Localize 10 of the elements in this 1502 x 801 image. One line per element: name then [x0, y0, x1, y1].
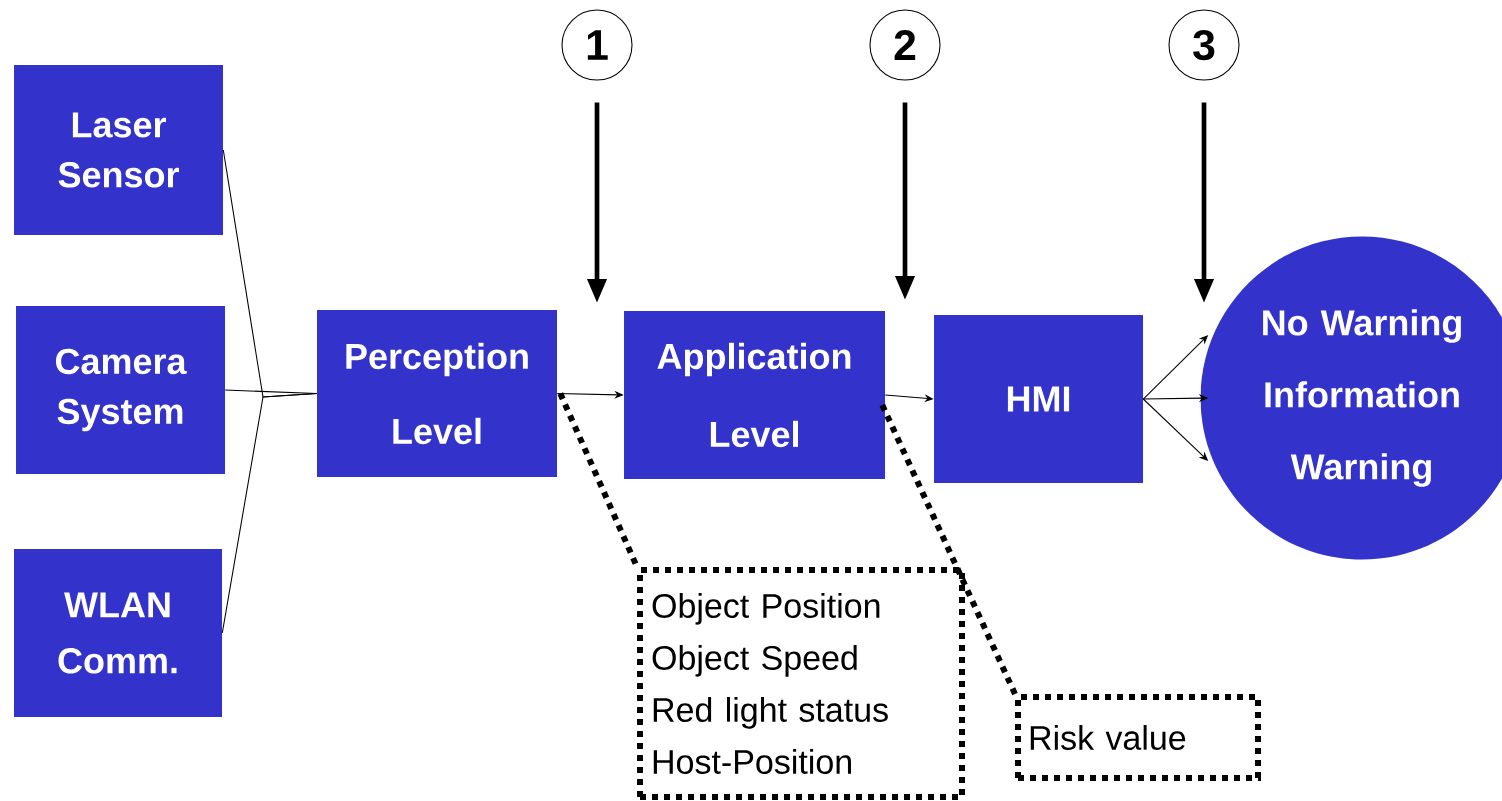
process-box: HMI [934, 315, 1143, 483]
sensor-box: WLAN Comm. [14, 549, 222, 717]
sensor-box: Laser Sensor [14, 65, 223, 235]
data-box: Risk value [1015, 694, 1261, 781]
leader-line [879, 403, 1018, 696]
process-box: Application Level [624, 311, 885, 479]
process-box: Perception Level [317, 310, 557, 477]
sensor-box: Camera System [16, 306, 225, 474]
data-box: Object Position Object Speed Red light status Host-Position [637, 567, 965, 800]
connector-line [221, 392, 318, 634]
